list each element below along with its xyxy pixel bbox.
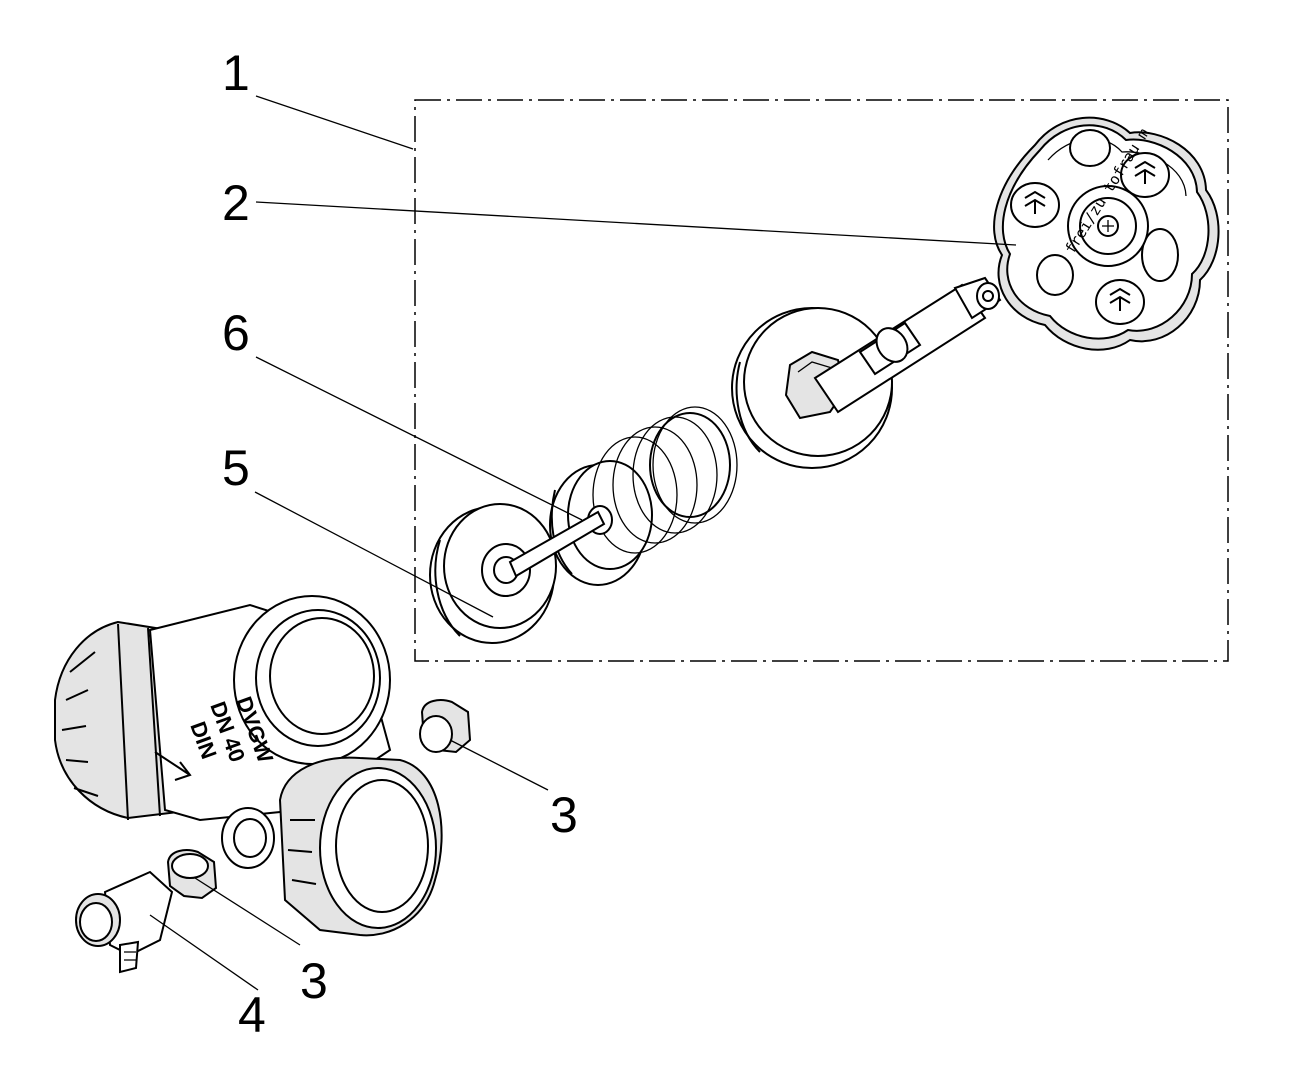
spindle-bonnet-assembly	[731, 276, 1002, 469]
callout-3-lower: 3	[300, 953, 328, 1009]
leader-line-2	[255, 201, 1017, 246]
leader-line-6	[255, 356, 583, 521]
handwheel	[993, 116, 1220, 351]
drain-valve	[75, 870, 174, 974]
leader-line-3b	[194, 877, 301, 946]
leader-line-1	[255, 95, 414, 150]
spring-guide	[549, 406, 738, 586]
plug-upper	[419, 699, 472, 754]
callout-2: 2	[222, 175, 250, 231]
callout-1: 1	[222, 45, 250, 101]
leader-line-4	[149, 914, 259, 991]
leader-line-3a	[449, 739, 549, 791]
kit-boundary-box	[414, 99, 1229, 662]
callout-4: 4	[238, 987, 266, 1043]
callout-5: 5	[222, 440, 250, 496]
leader-line-5	[254, 491, 494, 618]
callout-6: 6	[222, 305, 250, 361]
callout-3-upper: 3	[550, 787, 578, 843]
valve-body	[54, 595, 443, 937]
plug-lower	[166, 849, 218, 900]
valve-disc	[429, 503, 606, 644]
